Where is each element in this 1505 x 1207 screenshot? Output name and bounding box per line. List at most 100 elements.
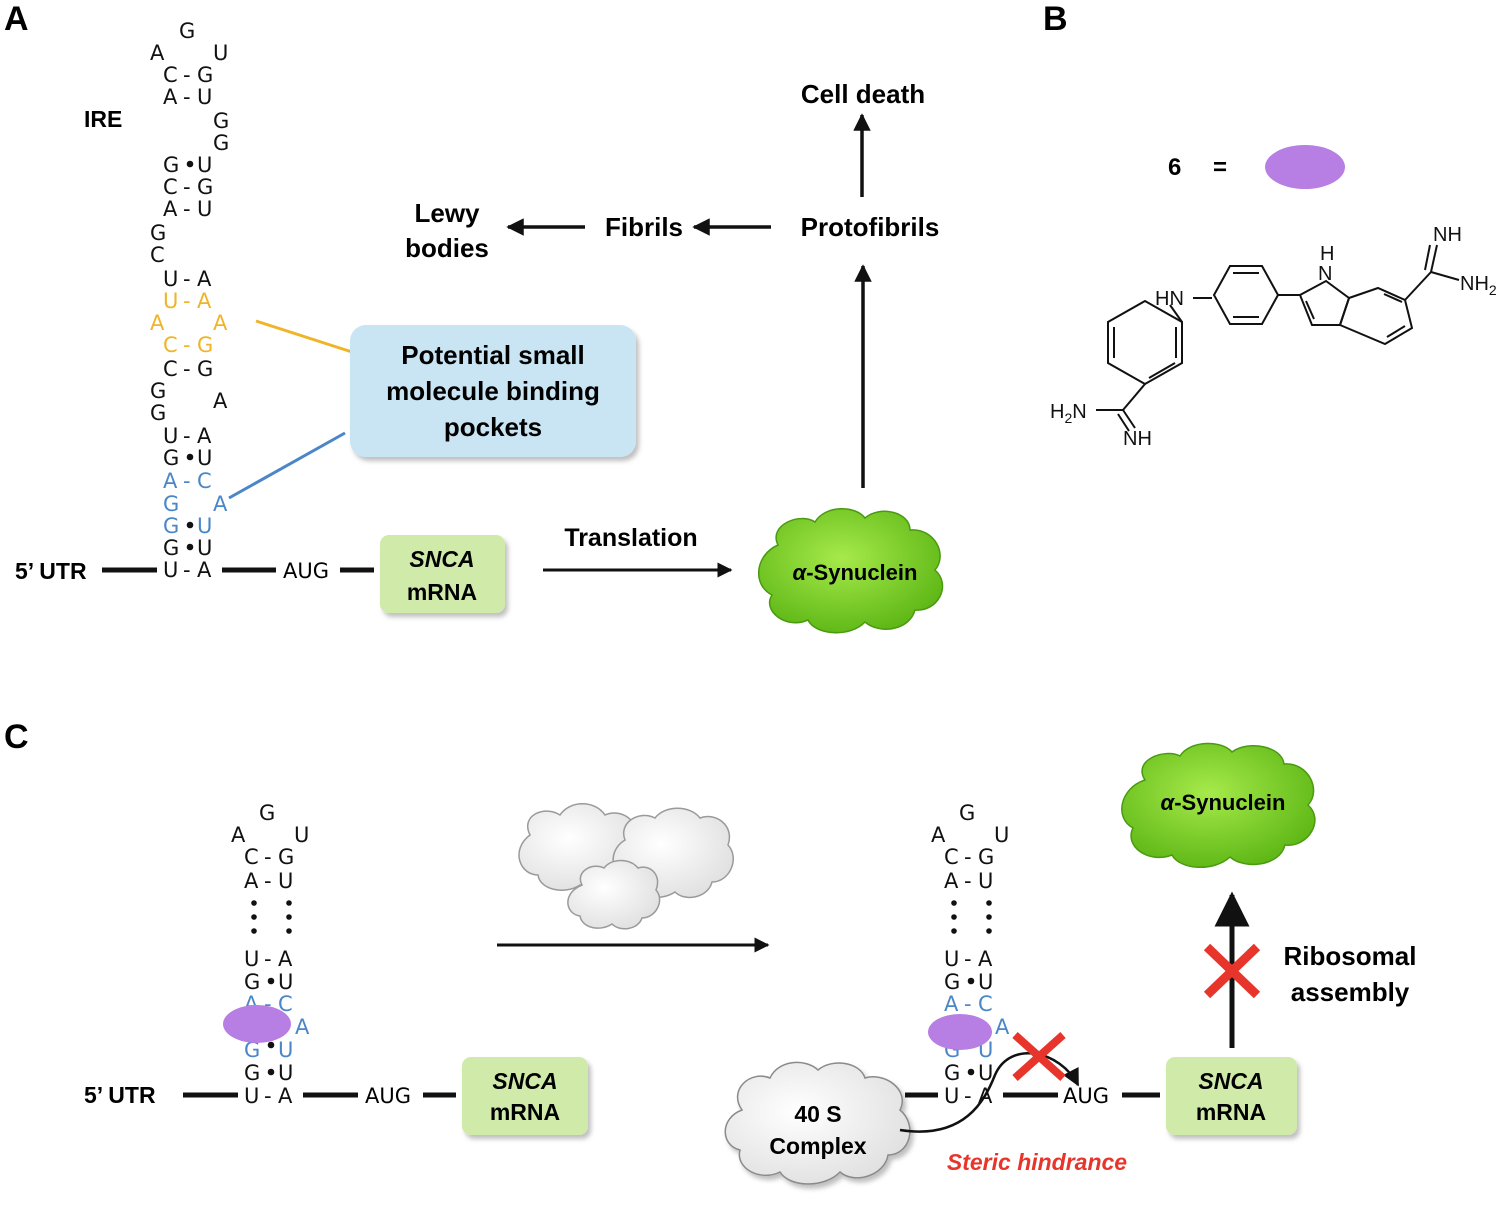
translation-label: Translation	[564, 524, 697, 552]
pocket-line3: pockets	[444, 412, 542, 442]
svg-text:U: U	[163, 289, 178, 313]
svg-text:G: G	[179, 19, 195, 43]
svg-text:C: C	[163, 357, 178, 381]
svg-text:G: G	[959, 801, 975, 825]
svg-text:C: C	[944, 845, 959, 869]
mrna-box-c-right	[1166, 1057, 1297, 1135]
svg-text:U: U	[278, 1038, 293, 1062]
mrna-box-c-left	[462, 1057, 588, 1135]
svg-text:-: -	[183, 289, 191, 313]
svg-text:A: A	[931, 823, 946, 847]
svg-text:U: U	[244, 1084, 259, 1108]
svg-text:C: C	[278, 992, 293, 1016]
svg-text:G: G	[213, 109, 229, 133]
aug-c-right: AUG	[1063, 1084, 1109, 1108]
svg-text:A: A	[197, 267, 212, 291]
svg-text:-: -	[183, 63, 191, 87]
ribosomal-line2: assembly	[1291, 977, 1410, 1007]
block-x-steric	[1012, 1032, 1066, 1081]
svg-text:U: U	[197, 85, 212, 109]
svg-text:U: U	[197, 536, 212, 560]
ligand-ellipse-left	[223, 1005, 291, 1043]
svg-text:-: -	[964, 845, 972, 869]
svg-text:C: C	[197, 469, 212, 493]
mrna-word-a: mRNA	[407, 579, 477, 605]
panel-label-b: B	[1043, 0, 1068, 38]
pocket-line1: Potential small	[401, 340, 585, 370]
svg-text:HN: HN	[1155, 288, 1184, 310]
scanning-path-arrow	[899, 1051, 1080, 1133]
svg-text:A: A	[213, 492, 228, 516]
svg-text:U: U	[978, 869, 993, 893]
svg-text:U: U	[294, 823, 309, 847]
cell-death-label: Cell death	[801, 79, 925, 109]
svg-text:-: -	[964, 947, 972, 971]
svg-text:A: A	[197, 424, 212, 448]
block-x-ribosomal	[1203, 943, 1261, 999]
mrna-box-a	[380, 535, 505, 613]
svg-text:NH: NH	[1433, 224, 1462, 246]
svg-text:H: H	[1320, 243, 1334, 265]
mrna-gene-a: SNCA	[409, 546, 474, 572]
complex-line2: Complex	[769, 1133, 866, 1159]
svg-text:C: C	[163, 63, 178, 87]
svg-text:U: U	[163, 558, 178, 582]
svg-text:U: U	[213, 41, 228, 65]
svg-text:G: G	[163, 514, 179, 538]
svg-text:-: -	[964, 1084, 972, 1108]
ire-label: IRE	[84, 106, 122, 132]
steric-hindrance-label: Steric hindrance	[947, 1149, 1127, 1175]
svg-text:U: U	[163, 267, 178, 291]
svg-text:G: G	[150, 221, 166, 245]
synuclein-label-a: α-Synuclein	[793, 560, 918, 585]
svg-text:G: G	[244, 970, 260, 994]
utr-label-c: 5’ UTR	[84, 1082, 156, 1108]
ribosomal-line1: Ribosomal	[1284, 941, 1417, 971]
svg-text:-: -	[264, 1084, 272, 1108]
svg-text:U: U	[278, 1061, 293, 1085]
svg-text:NH2: NH2	[1460, 273, 1497, 298]
svg-text:-: -	[183, 197, 191, 221]
svg-text:G: G	[150, 401, 166, 425]
svg-text:N: N	[1318, 263, 1332, 285]
svg-text:A: A	[150, 311, 165, 335]
svg-text:G: G	[197, 333, 213, 357]
svg-text:G: G	[197, 357, 213, 381]
svg-text:-: -	[964, 992, 972, 1016]
svg-text:G: G	[944, 970, 960, 994]
ligand-ellipse-legend	[1265, 145, 1345, 189]
synuclein-cloud-c	[1121, 742, 1316, 869]
pocket-line2: molecule binding	[386, 376, 600, 406]
svg-text:U: U	[278, 869, 293, 893]
svg-text:G: G	[163, 153, 179, 177]
utr-label-a: 5’ UTR	[15, 558, 87, 584]
svg-text:A: A	[163, 469, 178, 493]
svg-text:-: -	[183, 85, 191, 109]
svg-text:A: A	[944, 992, 959, 1016]
svg-text:G: G	[278, 845, 294, 869]
svg-text:G: G	[244, 1061, 260, 1085]
pocket-box	[350, 325, 636, 457]
svg-text:C: C	[163, 333, 178, 357]
svg-text:G: G	[978, 845, 994, 869]
equals-sign: =	[1213, 154, 1227, 181]
svg-text:A: A	[295, 1015, 310, 1039]
40s-complex-cloud	[724, 1061, 911, 1185]
svg-text:U: U	[978, 970, 993, 994]
mrna-word-c-right: mRNA	[1196, 1099, 1266, 1125]
svg-text:U: U	[244, 947, 259, 971]
svg-text:H2N: H2N	[1050, 401, 1087, 426]
panel-label-c: C	[4, 718, 29, 756]
svg-text:-: -	[183, 267, 191, 291]
svg-text:G: G	[163, 446, 179, 470]
svg-text:G: G	[197, 63, 213, 87]
aug-c-left: AUG	[365, 1084, 411, 1108]
svg-text:U: U	[994, 823, 1009, 847]
mrna-word-c-left: mRNA	[490, 1099, 560, 1125]
svg-text:A: A	[150, 41, 165, 65]
chemical-structure	[1096, 244, 1460, 432]
